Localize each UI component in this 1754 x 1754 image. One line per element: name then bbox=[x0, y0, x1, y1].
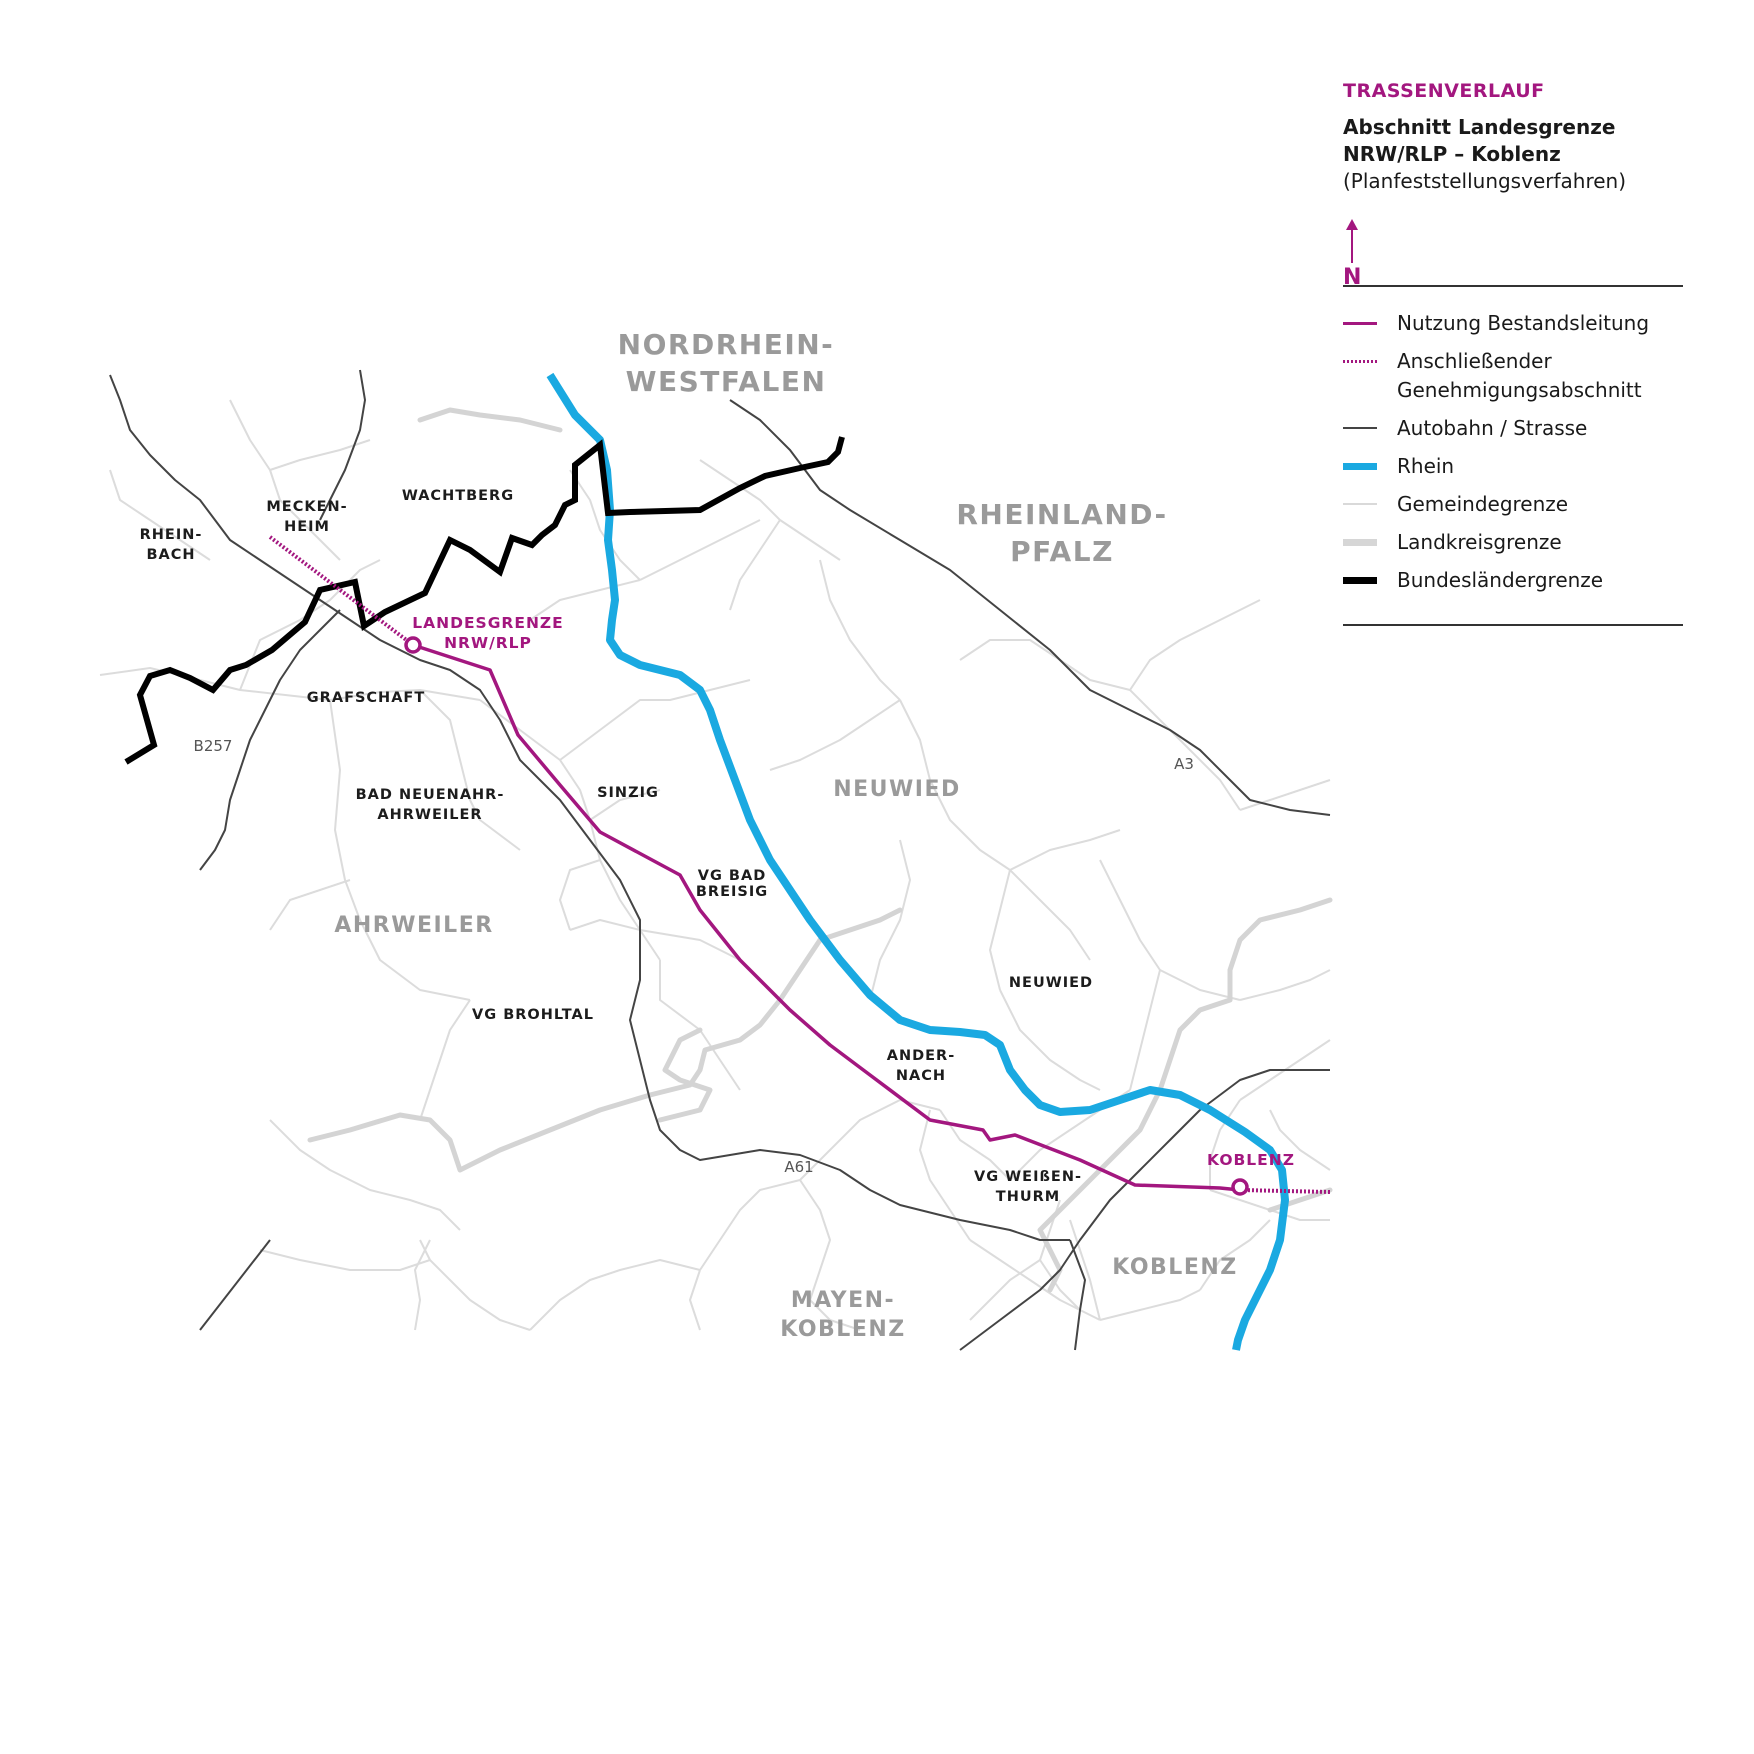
route-existing-line bbox=[412, 643, 1241, 1192]
north-indicator: N bbox=[1343, 219, 1683, 290]
following-sections bbox=[268, 535, 1331, 1194]
municipal-boundaries bbox=[99, 399, 1331, 1331]
north-label: N bbox=[1343, 265, 1362, 290]
municipal-swatch-icon bbox=[1343, 503, 1377, 505]
district-boundaries bbox=[307, 407, 1333, 1293]
legend-item-label: Nutzung Bestandsleitung bbox=[1397, 311, 1650, 335]
label-nrw-1: NORDRHEIN- bbox=[618, 328, 835, 361]
label-rheinbach-1: RHEIN- bbox=[140, 527, 203, 543]
legend-item-following-section: Anschließender Genehmigungsabschnitt bbox=[1343, 347, 1683, 405]
legend-item-rhine: Rhein bbox=[1343, 452, 1683, 481]
label-neuwied-district: NEUWIED bbox=[833, 777, 961, 802]
legend-item-label: Anschließender Genehmigungsabschnitt bbox=[1397, 347, 1642, 405]
label-mayen-2: KOBLENZ bbox=[780, 1317, 905, 1342]
label-andernach-2: NACH bbox=[896, 1068, 946, 1084]
legend-item-district: Landkreisgrenze bbox=[1343, 528, 1683, 557]
label-wachtberg: WACHTBERG bbox=[402, 488, 514, 504]
legend-note: (Planfeststellungsverfahren) bbox=[1343, 169, 1627, 193]
label-bad-breisig-1: VG BAD bbox=[698, 868, 766, 884]
legend-item-existing-line: Nutzung Bestandsleitung bbox=[1343, 309, 1683, 338]
region-labels: NORDRHEIN- WESTFALEN RHEINLAND- PFALZ NE… bbox=[334, 328, 1237, 1342]
label-landesgrenze-2: NRW/RLP bbox=[444, 634, 532, 652]
legend-item-label: Rhein bbox=[1397, 454, 1455, 478]
north-arrow-icon bbox=[1346, 219, 1358, 263]
existing-line-swatch-icon bbox=[1343, 322, 1377, 325]
label-meckenheim-1: MECKEN- bbox=[266, 499, 347, 515]
legend-divider-top bbox=[1343, 285, 1683, 287]
municipality-labels: RHEIN- BACH MECKEN- HEIM WACHTBERG GRAFS… bbox=[140, 488, 1093, 1205]
legend-heading: TRASSENVERLAUF bbox=[1343, 80, 1545, 102]
legend-divider-bottom bbox=[1343, 624, 1683, 626]
district-swatch-icon bbox=[1343, 539, 1377, 546]
state-boundary bbox=[124, 436, 845, 765]
label-mayen-1: MAYEN- bbox=[791, 1288, 895, 1313]
road-b257-segment bbox=[199, 609, 341, 871]
road-labels: B257 A3 A61 bbox=[194, 737, 1194, 1176]
marker-landesgrenze[interactable] bbox=[404, 636, 422, 654]
label-koblenz-region: KOBLENZ bbox=[1112, 1255, 1237, 1280]
label-a3: A3 bbox=[1174, 755, 1194, 773]
legend-item-state: Bundesländergrenze bbox=[1343, 566, 1683, 595]
label-rheinbach-2: BACH bbox=[146, 547, 195, 563]
label-bad-neuenahr-1: BAD NEUENAHR- bbox=[356, 787, 505, 803]
label-bad-neuenahr-2: AHRWEILER bbox=[377, 807, 482, 823]
road-swatch-icon bbox=[1343, 427, 1377, 429]
legend-subtitle-line2: NRW/RLP – Koblenz bbox=[1343, 142, 1561, 166]
route-labels: LANDESGRENZE NRW/RLP KOBLENZ bbox=[412, 614, 1295, 1169]
label-grafschaft: GRAFSCHAFT bbox=[307, 690, 425, 706]
label-weissenthurm-2: THURM bbox=[996, 1189, 1060, 1205]
legend-item-label-line1: Anschließender bbox=[1397, 349, 1552, 373]
label-rlp-2: PFALZ bbox=[1010, 535, 1114, 568]
label-nrw-2: WESTFALEN bbox=[626, 365, 827, 398]
label-koblenz-point: KOBLENZ bbox=[1207, 1151, 1295, 1169]
rhine-swatch-icon bbox=[1343, 463, 1377, 470]
rhine-river bbox=[546, 372, 1289, 1351]
label-neuwied: NEUWIED bbox=[1009, 975, 1093, 991]
roads bbox=[109, 369, 1331, 1351]
legend-subtitle: Abschnitt Landesgrenze NRW/RLP – Koblenz bbox=[1343, 114, 1683, 168]
following-section-swatch-icon bbox=[1343, 360, 1377, 363]
label-andernach-1: ANDER- bbox=[887, 1048, 955, 1064]
legend-item-municipal: Gemeindegrenze bbox=[1343, 490, 1683, 519]
label-landesgrenze-1: LANDESGRENZE bbox=[412, 614, 564, 632]
legend-item-label-line2: Genehmigungsabschnitt bbox=[1397, 378, 1642, 402]
legend-item-road: Autobahn / Strasse bbox=[1343, 414, 1683, 443]
label-sinzig: SINZIG bbox=[597, 785, 659, 801]
legend-item-label: Autobahn / Strasse bbox=[1397, 416, 1588, 440]
label-b257: B257 bbox=[194, 737, 233, 755]
label-weissenthurm-1: VG WEIßEN- bbox=[974, 1169, 1082, 1185]
legend-item-label: Gemeindegrenze bbox=[1397, 492, 1569, 516]
label-meckenheim-2: HEIM bbox=[284, 519, 330, 535]
state-swatch-icon bbox=[1343, 577, 1377, 584]
legend-item-label: Landkreisgrenze bbox=[1397, 530, 1562, 554]
legend-subtitle-line1: Abschnitt Landesgrenze bbox=[1343, 115, 1616, 139]
legend-item-label: Bundesländergrenze bbox=[1397, 568, 1604, 592]
label-brohltal: VG BROHLTAL bbox=[472, 1007, 594, 1023]
label-bad-breisig-2: BREISIG bbox=[696, 884, 768, 900]
legend-items: Nutzung Bestandsleitung Anschließender G… bbox=[1343, 287, 1683, 624]
label-rlp-1: RHEINLAND- bbox=[956, 498, 1167, 531]
label-ahrweiler: AHRWEILER bbox=[334, 913, 493, 938]
marker-koblenz[interactable] bbox=[1231, 1178, 1249, 1196]
label-a61: A61 bbox=[784, 1158, 813, 1176]
legend: TRASSENVERLAUF Abschnitt Landesgrenze NR… bbox=[1343, 80, 1683, 626]
